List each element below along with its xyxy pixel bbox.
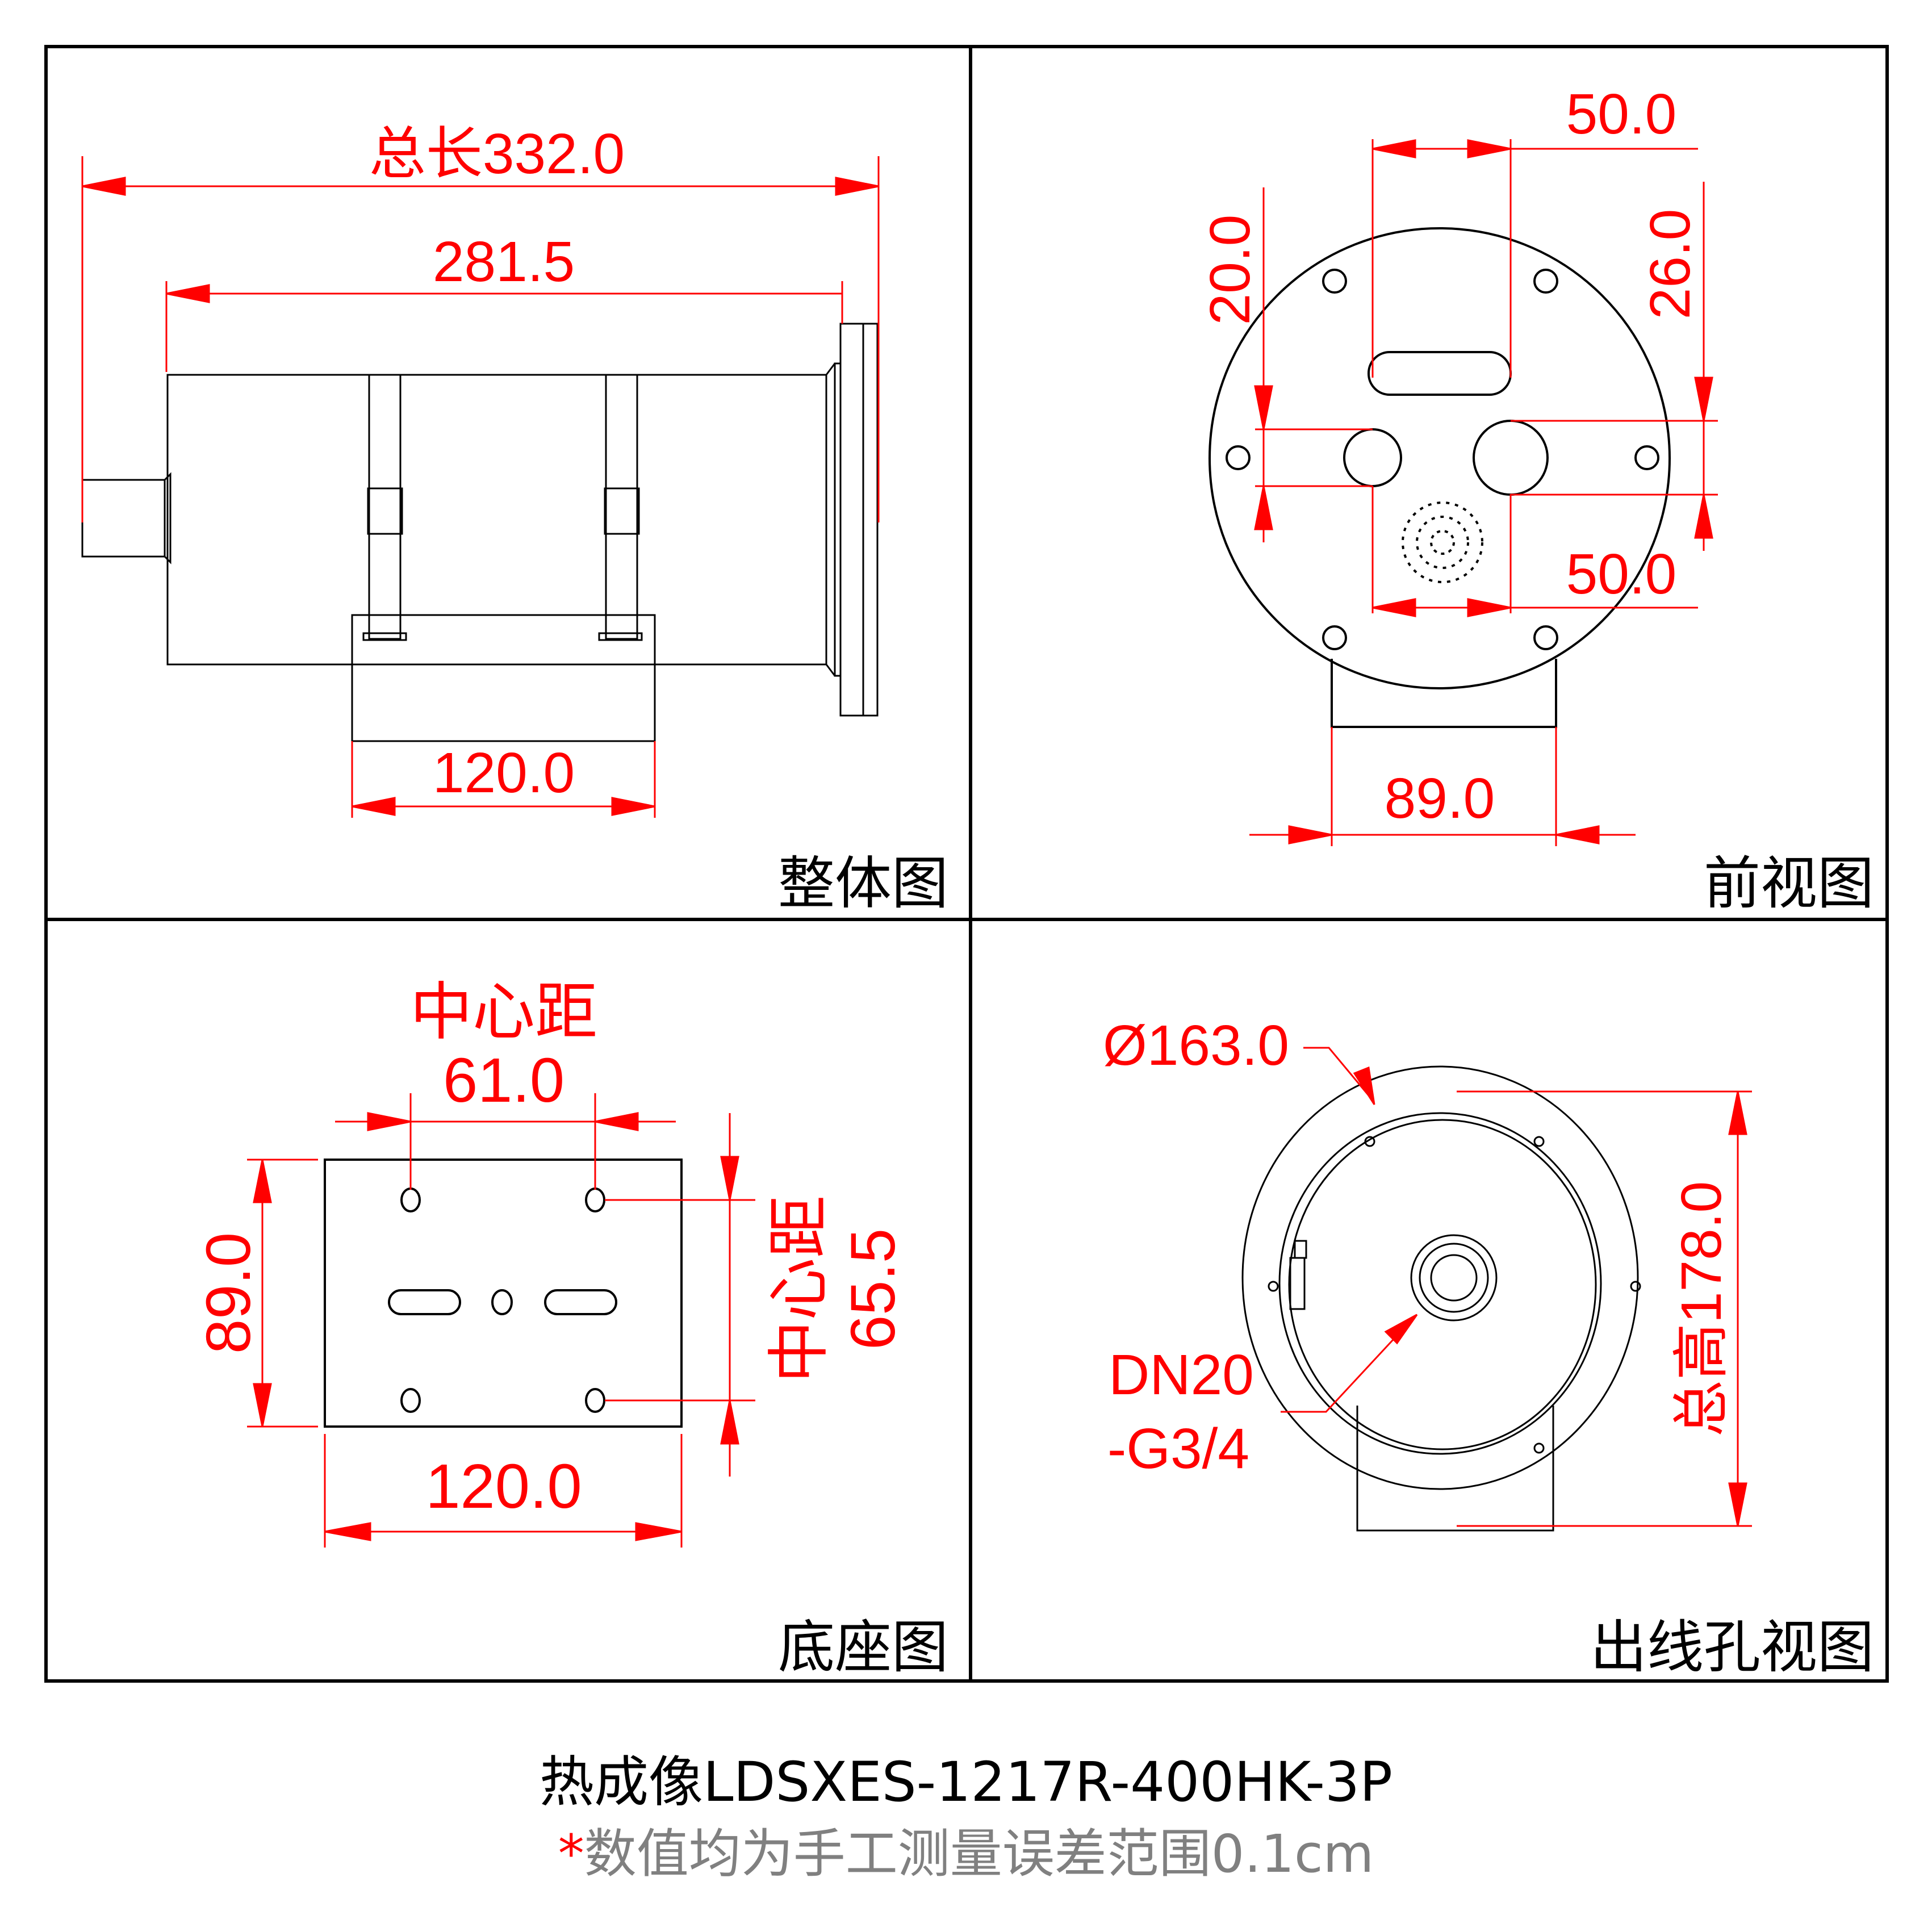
panel-label-overall: 整体图 <box>778 850 948 917</box>
body-length-dimension: 281.5 <box>433 230 575 294</box>
center-distance-v-dimension: 65.5 <box>838 1228 908 1350</box>
base-length-dimension: 120.0 <box>433 741 575 805</box>
measurement-note: *数值均为手工测量误差范围0.1cm <box>0 1812 1932 1887</box>
front-dimensions <box>1249 139 1718 846</box>
total-length-dimension: 总长332.0 <box>369 122 625 186</box>
note-star: * <box>558 1824 584 1884</box>
bracket-width-dimension: 89.0 <box>1385 767 1495 830</box>
base-view-drawing <box>324 1159 683 1428</box>
outlet-dimensions <box>1281 1047 1752 1527</box>
center-distance-label-h: 中心距 <box>410 977 597 1047</box>
panel-label-front: 前视图 <box>1704 850 1874 917</box>
thread-spec-line1: DN20 <box>1109 1343 1254 1407</box>
bottom-spacing-dimension: 50.0 <box>1566 542 1677 606</box>
thread-spec-line2: -G3/4 <box>1107 1417 1249 1481</box>
top-spacing-dimension: 50.0 <box>1566 82 1677 146</box>
left-vertical-dimension: 20.0 <box>1198 215 1262 325</box>
product-title: 热成像LDSXES-1217R-400HK-3P <box>539 1750 1392 1814</box>
note-text: 数值均为手工测量误差范围0.1cm <box>584 1824 1374 1884</box>
panel-label-base: 底座图 <box>778 1614 948 1680</box>
front-view-drawing <box>1208 227 1671 728</box>
diameter-dimension: Ø163.0 <box>1103 1014 1289 1077</box>
total-height-dimension: 总高178.0 <box>1670 1181 1733 1437</box>
overall-view-drawing <box>81 323 879 742</box>
frame <box>44 45 1889 1683</box>
base-width-dimension: 120.0 <box>425 1452 582 1521</box>
center-distance-h-dimension: 61.0 <box>443 1046 564 1115</box>
right-vertical-dimension: 26.0 <box>1638 209 1702 320</box>
center-distance-label-v: 中心距 <box>764 1195 834 1383</box>
base-dimensions <box>247 1093 755 1548</box>
panel-label-outlet: 出线孔视图 <box>1590 1614 1874 1680</box>
base-height-dimension: 89.0 <box>194 1232 264 1354</box>
overall-dimensions <box>81 156 880 818</box>
outlet-view-drawing <box>1241 1065 1641 1532</box>
